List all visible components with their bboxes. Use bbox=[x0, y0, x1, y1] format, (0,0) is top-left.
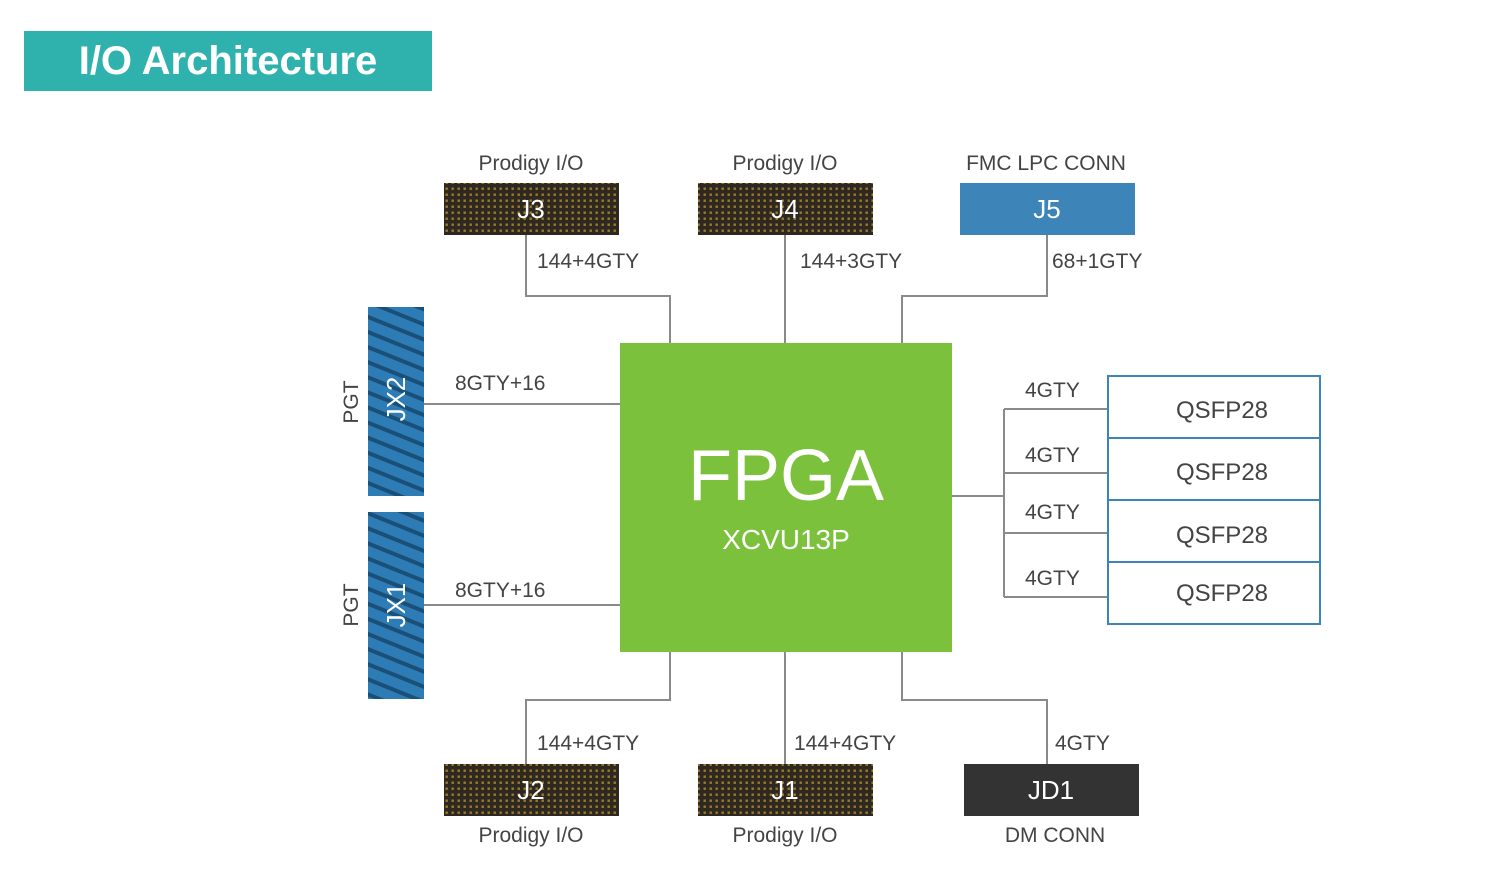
qsfp-4-link-label: 4GTY bbox=[1025, 567, 1080, 590]
j5-caption: FMC LPC CONN bbox=[966, 152, 1126, 175]
j3-label: J3 bbox=[517, 194, 544, 224]
connector-j5: FMC LPC CONN J5 68+1GTY bbox=[960, 152, 1142, 273]
j4-box bbox=[698, 183, 873, 235]
jx2-caption: PGT bbox=[340, 380, 363, 423]
fpga-block: FPGA XCVU13P bbox=[620, 343, 952, 652]
jd1-link-line bbox=[901, 652, 1048, 764]
jx2-link-label: 8GTY+16 bbox=[455, 372, 545, 395]
j4-label: J4 bbox=[771, 194, 798, 224]
j5-link-line bbox=[901, 235, 1048, 343]
j4-link-label: 144+3GTY bbox=[800, 250, 902, 273]
j2-box bbox=[444, 764, 619, 816]
connection-lines bbox=[424, 235, 1108, 764]
j2-link-label: 144+4GTY bbox=[537, 732, 639, 755]
jx1-box bbox=[368, 512, 424, 699]
qsfp-link-labels: 4GTY 4GTY 4GTY 4GTY bbox=[1025, 379, 1080, 590]
jx1-caption: PGT bbox=[340, 583, 363, 626]
qsfp-1-link-label: 4GTY bbox=[1025, 379, 1080, 402]
qsfp-2-box bbox=[1107, 437, 1321, 501]
jx2-label: JX2 bbox=[381, 377, 411, 422]
fpga-part-label: XCVU13P bbox=[722, 524, 850, 555]
page-title: I/O Architecture bbox=[24, 31, 432, 91]
connector-j4: Prodigy I/O J4 144+3GTY bbox=[698, 152, 902, 273]
qsfp-2-link-label: 4GTY bbox=[1025, 444, 1080, 467]
j1-label: J1 bbox=[771, 775, 798, 805]
fpga-label: FPGA bbox=[688, 436, 884, 516]
connector-j3: Prodigy I/O J3 144+4GTY bbox=[444, 152, 639, 273]
j3-box bbox=[444, 183, 619, 235]
j5-link-label: 68+1GTY bbox=[1052, 250, 1142, 273]
j2-label: J2 bbox=[517, 775, 544, 805]
jx1-link-label: 8GTY+16 bbox=[455, 579, 545, 602]
connector-j1: 144+4GTY J1 Prodigy I/O bbox=[698, 732, 896, 847]
jx1-label: JX1 bbox=[381, 583, 411, 628]
j5-box bbox=[960, 183, 1135, 235]
jd1-link-label: 4GTY bbox=[1055, 732, 1110, 755]
qsfp-2-label: QSFP28 bbox=[1176, 459, 1268, 486]
qsfp-4-box bbox=[1107, 561, 1321, 625]
j1-box bbox=[698, 764, 873, 816]
qsfp-3-box bbox=[1107, 499, 1321, 563]
j2-caption: Prodigy I/O bbox=[478, 824, 583, 847]
jd1-box bbox=[964, 764, 1139, 816]
jd1-caption: DM CONN bbox=[1005, 824, 1105, 847]
qsfp-labels: QSFP28 QSFP28 QSFP28 QSFP28 bbox=[1176, 397, 1268, 607]
qsfp-1-label: QSFP28 bbox=[1176, 397, 1268, 424]
connector-jx1: PGT JX1 8GTY+16 bbox=[340, 512, 545, 699]
connector-j2: 144+4GTY J2 Prodigy I/O bbox=[444, 732, 639, 847]
jx2-box bbox=[368, 307, 424, 496]
j3-link-line bbox=[525, 235, 671, 343]
qsfp-stack bbox=[1107, 375, 1321, 625]
j4-caption: Prodigy I/O bbox=[732, 152, 837, 175]
qsfp-3-label: QSFP28 bbox=[1176, 522, 1268, 549]
qsfp-3-link-label: 4GTY bbox=[1025, 501, 1080, 524]
jd1-label: JD1 bbox=[1028, 775, 1074, 805]
qsfp-4-label: QSFP28 bbox=[1176, 580, 1268, 607]
j2-link-line bbox=[525, 652, 671, 764]
j1-caption: Prodigy I/O bbox=[732, 824, 837, 847]
fpga-box bbox=[620, 343, 952, 652]
j1-link-label: 144+4GTY bbox=[794, 732, 896, 755]
j5-label: J5 bbox=[1033, 194, 1060, 224]
connector-jd1: 4GTY JD1 DM CONN bbox=[964, 732, 1139, 847]
j3-link-label: 144+4GTY bbox=[537, 250, 639, 273]
connector-jx2: PGT JX2 8GTY+16 bbox=[340, 307, 545, 496]
j3-caption: Prodigy I/O bbox=[478, 152, 583, 175]
